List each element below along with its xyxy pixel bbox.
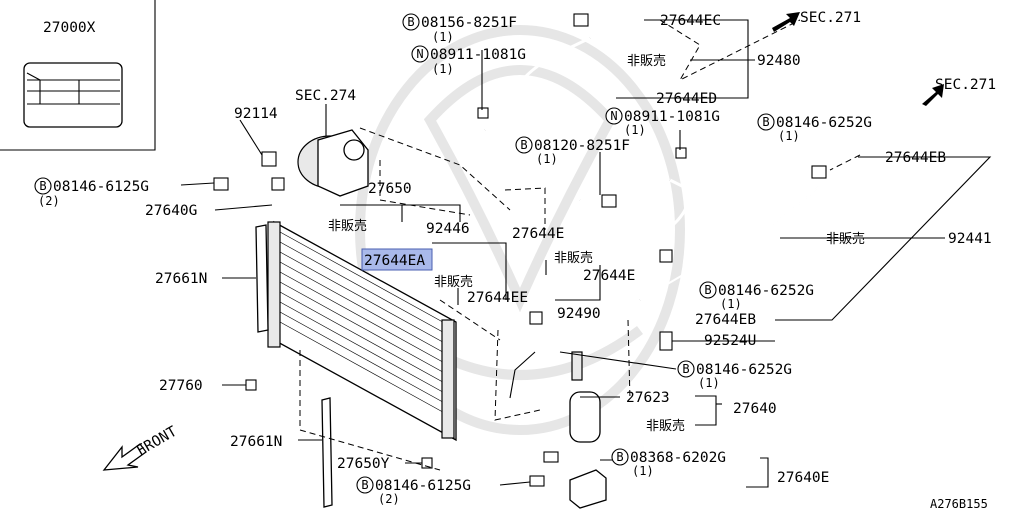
circled-prefixes: B N N B B B B B B B [34,13,775,494]
label-27644ED[interactable]: 27644ED [656,91,717,107]
qty-08911-a: (1) [432,62,454,76]
side-seal-lower [321,397,333,508]
label-92114[interactable]: 92114 [234,106,278,122]
note-not-sold-92441: 非販売 [826,231,865,247]
label-sec274[interactable]: SEC.274 [295,88,356,104]
qty-08146-6125-a: (2) [38,194,60,208]
refrigerant-pipes [484,36,841,399]
prefix-b-08146-6125-a: B [39,179,46,193]
label-27661N-b[interactable]: 27661N [230,434,282,450]
label-08146-6252G-b[interactable]: 08146-6252G [718,283,814,299]
prefix-b-08146-6252-b: B [704,283,711,297]
label-27644EC[interactable]: 27644EC [660,13,721,29]
prefix-b-08368: B [616,450,623,464]
prefix-n-08911-b: N [610,109,617,123]
label-27650Y[interactable]: 27650Y [337,456,390,472]
leader-lines [180,19,992,488]
label-27640G[interactable]: 27640G [145,203,197,219]
receiver-drier [569,351,601,443]
label-08156-8251F[interactable]: 08156-8251F [421,15,517,31]
label-92446[interactable]: 92446 [426,221,470,237]
label-92490[interactable]: 92490 [557,306,601,322]
qty-08146-6125-b: (2) [378,492,400,506]
qty-08120: (1) [536,152,558,166]
label-27640E[interactable]: 27640E [777,470,829,486]
label-27644E-a[interactable]: 27644E [512,226,564,242]
label-27644EE[interactable]: 27644EE [467,290,528,306]
diagram-id: A276B155 [930,497,988,511]
label-92480[interactable]: 92480 [757,53,801,69]
qty-08911-b: (1) [624,123,646,137]
qty-08146-6252-a: (1) [778,129,800,143]
sec271-arrow-top [772,12,800,32]
qty-08368: (1) [632,464,654,478]
bolts [213,13,827,487]
front-label: FRONT [134,424,180,460]
label-27661N-a[interactable]: 27661N [155,271,207,287]
condenser [267,220,457,442]
prefix-n-08911-a: N [416,47,423,61]
side-seal-upper [255,224,269,333]
note-not-sold-27650: 非販売 [328,218,367,234]
prefix-b-08146-6125-b: B [361,478,368,492]
note-not-sold-92490: 非販売 [554,250,593,266]
qty-08146-6252-c: (1) [698,376,720,390]
label-27623[interactable]: 27623 [626,390,670,406]
front-arrow-icon [102,443,147,471]
label-08368-6202G[interactable]: 08368-6202G [630,450,726,466]
compressor [297,129,369,197]
part-labels: SEC.271 SEC.271 SEC.274 08156-8251F (1) … [38,10,996,511]
receiver-bracket [569,469,607,509]
label-27640[interactable]: 27640 [733,401,777,417]
label-92524U[interactable]: 92524U [704,333,756,349]
label-27644EB-a[interactable]: 27644EB [885,150,946,166]
label-27650[interactable]: 27650 [368,181,412,197]
prefix-b-08146-6252-c: B [682,362,689,376]
prefix-b-08156: B [407,15,414,29]
label-08911-1081G-b[interactable]: 08911-1081G [624,109,720,125]
label-08146-6252G-a[interactable]: 08146-6252G [776,115,872,131]
label-08146-6125G-a[interactable]: 08146-6125G [53,179,149,195]
label-27644E-b[interactable]: 27644E [583,268,635,284]
label-27760[interactable]: 27760 [159,378,203,394]
inset-label-box: 27000X [0,0,156,151]
sec271-arrow-right [922,84,944,106]
prefix-b-08146-6252-a: B [762,115,769,129]
label-08146-6252G-c[interactable]: 08146-6252G [696,362,792,378]
prefix-b-08120: B [520,138,527,152]
label-08120-8251F[interactable]: 08120-8251F [534,138,630,154]
label-08146-6125G-b[interactable]: 08146-6125G [375,478,471,494]
label-27644EA[interactable]: 27644EA [364,253,425,269]
highlight-27644EA [361,248,433,271]
label-sec271-right[interactable]: SEC.271 [935,77,996,93]
note-not-sold-27644EA: 非販売 [434,274,473,290]
label-92441[interactable]: 92441 [948,231,992,247]
note-not-sold-27640: 非販売 [646,418,685,434]
label-sec271-top[interactable]: SEC.271 [800,10,861,26]
note-not-sold-92480: 非販売 [627,53,666,69]
qty-08156: (1) [432,30,454,44]
qty-08146-6252-b: (1) [720,297,742,311]
label-27644EB-b[interactable]: 27644EB [695,312,756,328]
label-08911-1081G-a[interactable]: 08911-1081G [430,47,526,63]
dashed-lines [299,19,861,471]
inset-part-number: 27000X [43,20,96,36]
